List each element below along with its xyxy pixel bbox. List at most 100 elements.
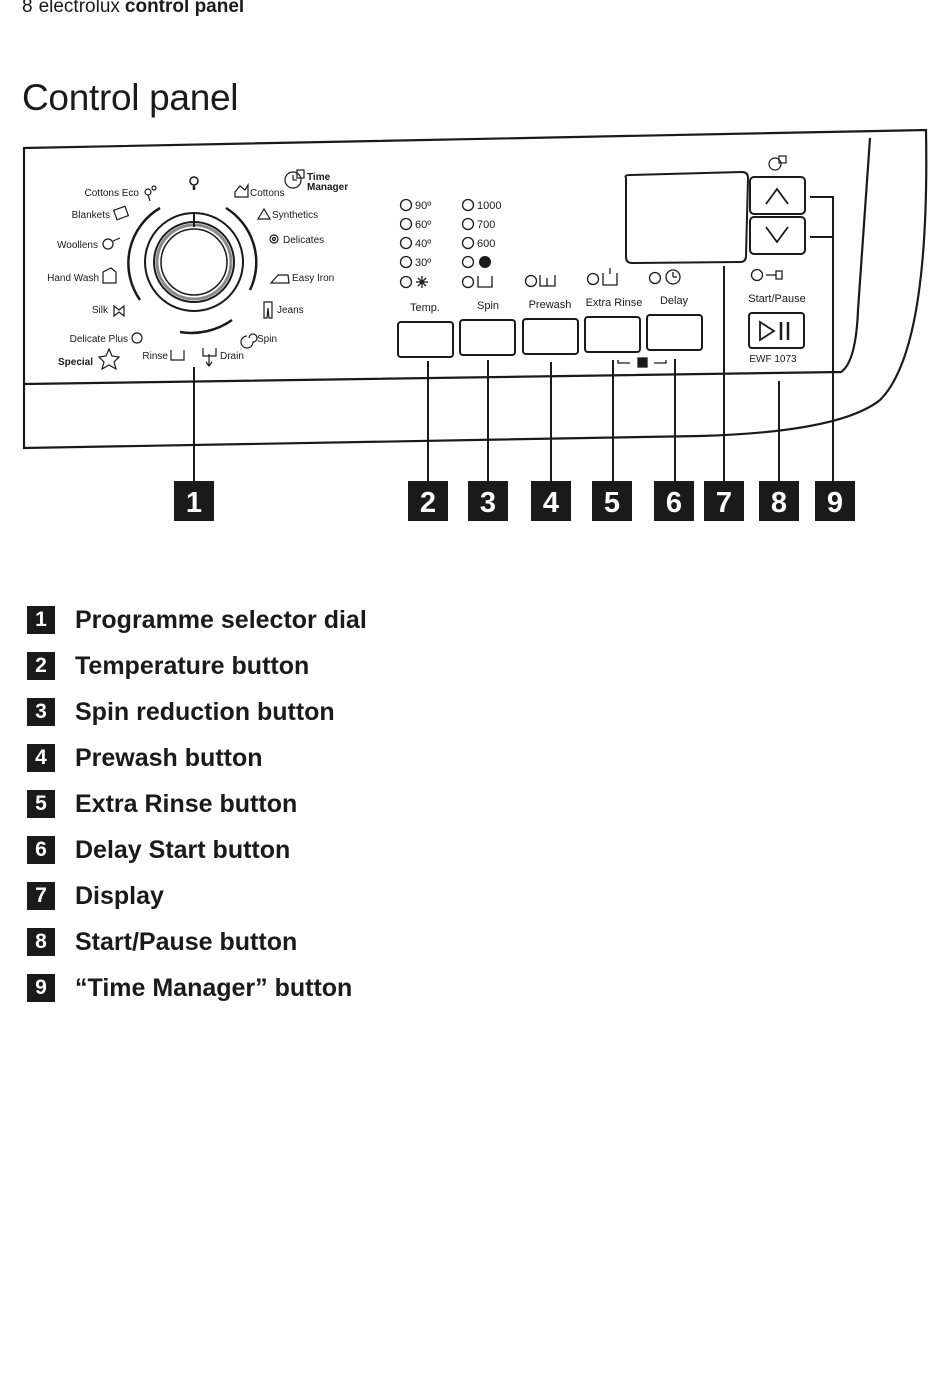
programme-drain: Drain bbox=[220, 351, 244, 362]
callout-9-text: 9 bbox=[827, 487, 843, 519]
legend-item: 8 Start/Pause button bbox=[27, 919, 367, 965]
option-indicators bbox=[524, 268, 783, 288]
programme-hand-wash: Hand Wash bbox=[47, 273, 99, 284]
legend-label: Programme selector dial bbox=[75, 605, 367, 634]
page-title: Control panel bbox=[22, 76, 239, 118]
spin-icon bbox=[240, 333, 258, 349]
callout-2 bbox=[408, 481, 448, 521]
callout-6 bbox=[654, 481, 694, 521]
callout-8-text: 8 bbox=[771, 487, 787, 519]
legend-label: Spin reduction button bbox=[75, 697, 335, 726]
legend-number: 4 bbox=[27, 744, 55, 772]
programme-silk: Silk bbox=[92, 305, 109, 316]
spin-button-label: Spin bbox=[477, 300, 499, 312]
pause-icon bbox=[779, 322, 790, 340]
temp-60: 60º bbox=[415, 219, 431, 231]
legend-label: Extra Rinse button bbox=[75, 789, 298, 818]
extra-rinse-button[interactable] bbox=[584, 316, 641, 353]
dial-icons bbox=[97, 169, 305, 371]
delicates-flower-icon bbox=[269, 234, 279, 244]
door-lock-icon bbox=[766, 270, 783, 280]
temp-30: 30º bbox=[415, 257, 431, 269]
synthetics-icon bbox=[256, 207, 272, 220]
start-pause-button-label: Start/Pause bbox=[748, 293, 805, 305]
child-lock-indicator bbox=[617, 357, 667, 368]
delicate-plus-icon bbox=[131, 332, 143, 344]
callout-boxes bbox=[174, 481, 855, 521]
legend-label: Start/Pause button bbox=[75, 927, 298, 956]
off-position-icon bbox=[189, 176, 199, 186]
time-manager-up-button[interactable] bbox=[749, 176, 806, 215]
temperature-button[interactable] bbox=[397, 321, 454, 358]
time-manager-down-button[interactable] bbox=[749, 216, 806, 255]
no-spin-icon bbox=[479, 256, 491, 268]
brand-name: electrolux bbox=[38, 0, 120, 17]
wool-icon bbox=[102, 237, 121, 250]
programme-special: Special bbox=[58, 357, 93, 368]
callout-1 bbox=[174, 481, 214, 521]
legend-label: Prewash button bbox=[75, 743, 263, 772]
blanket-icon bbox=[112, 205, 130, 221]
time-manager-icon bbox=[284, 169, 305, 189]
legend-label: Delay Start button bbox=[75, 835, 291, 864]
legend-number: 3 bbox=[27, 698, 55, 726]
panel-outline bbox=[22, 128, 928, 450]
iron-icon bbox=[269, 274, 290, 284]
start-pause-button[interactable] bbox=[748, 312, 805, 349]
programme-rinse: Rinse bbox=[142, 351, 168, 362]
programme-selector-dial[interactable] bbox=[144, 212, 244, 312]
callout-5 bbox=[592, 481, 632, 521]
temp-40: 40º bbox=[415, 238, 431, 250]
programme-delicate-plus: Delicate Plus bbox=[70, 334, 128, 345]
delay-button[interactable] bbox=[646, 314, 703, 351]
extra-rinse-icon bbox=[602, 268, 618, 286]
spin-button[interactable] bbox=[459, 319, 516, 356]
temp-button-label: Temp. bbox=[410, 302, 440, 314]
callout-7-text: 7 bbox=[716, 487, 732, 519]
jeans-icon bbox=[263, 301, 273, 319]
dial-labels: Cottons Eco Blankets Woollens Hand Wash … bbox=[47, 172, 348, 368]
spin-700: 700 bbox=[477, 219, 495, 231]
prewash-button[interactable] bbox=[522, 318, 579, 355]
time-manager-label-1: Time bbox=[307, 172, 331, 183]
legend-number: 7 bbox=[27, 882, 55, 910]
display-window bbox=[624, 170, 750, 265]
callout-4 bbox=[531, 481, 571, 521]
programme-jeans: Jeans bbox=[277, 305, 304, 316]
legend-item: 9“Time Manager” button bbox=[27, 965, 367, 1011]
time-manager-small-icon bbox=[768, 155, 787, 171]
programme-synthetics: Synthetics bbox=[272, 210, 318, 221]
callout-2-text: 2 bbox=[420, 487, 436, 519]
rinse-icon bbox=[170, 350, 185, 361]
delay-button-label: Delay bbox=[660, 295, 689, 307]
callout-8 bbox=[759, 481, 799, 521]
chevron-down-icon bbox=[765, 226, 789, 244]
legend-number: 6 bbox=[27, 836, 55, 864]
model-number: EWF 1073 bbox=[749, 354, 797, 365]
legend-label: Temperature button bbox=[75, 651, 310, 680]
legend-number: 2 bbox=[27, 652, 55, 680]
extra-rinse-button-label: Extra Rinse bbox=[586, 297, 643, 309]
section-name: control panel bbox=[124, 0, 245, 17]
chevron-up-icon bbox=[765, 187, 789, 205]
callout-1-text: 1 bbox=[186, 487, 202, 519]
programme-cottons-eco: Cottons Eco bbox=[85, 188, 140, 199]
cottons-icon bbox=[234, 182, 249, 198]
legend-number: 8 bbox=[27, 928, 55, 956]
prewash-icon bbox=[539, 275, 556, 287]
programme-delicates: Delicates bbox=[283, 235, 324, 246]
flower-icon bbox=[144, 185, 157, 202]
programme-blankets: Blankets bbox=[72, 210, 110, 221]
spin-600: 600 bbox=[477, 238, 495, 250]
programme-woollens: Woollens bbox=[57, 240, 98, 251]
leader-lines bbox=[193, 196, 834, 481]
callout-6-text: 6 bbox=[666, 487, 682, 519]
prewash-button-label: Prewash bbox=[529, 299, 572, 311]
legend-item: 2 Temperature button bbox=[27, 643, 367, 689]
callout-3 bbox=[468, 481, 508, 521]
legend-number: 9 bbox=[27, 974, 55, 1002]
